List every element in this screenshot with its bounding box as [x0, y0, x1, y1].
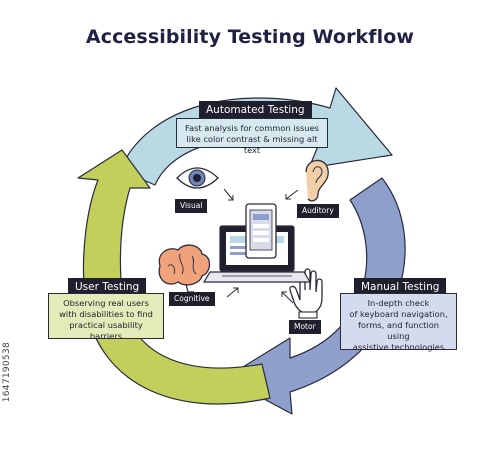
- auditory-label: Auditory: [297, 204, 339, 218]
- user-testing-description: Observing real users with disabilities t…: [48, 293, 164, 341]
- automated-testing-description: Fast analysis for common issues like col…: [176, 118, 328, 155]
- manual-testing-description: In-depth check of keyboard navigation, f…: [340, 293, 457, 352]
- user-testing-label: User Testing: [68, 278, 147, 297]
- ear-icon: [305, 159, 329, 202]
- page-title: Accessibility Testing Workflow: [85, 26, 415, 48]
- eye-icon: [176, 167, 219, 189]
- hand-icon: [289, 268, 323, 319]
- manual-desc-line-1: In-depth check: [367, 298, 430, 308]
- automated-desc-line-2: like color contrast & missing alt text: [186, 134, 318, 155]
- phone-icon: [245, 203, 277, 259]
- manual-desc-line-2: of keyboard navigation,: [349, 309, 448, 319]
- cognitive-label: Cognitive: [169, 292, 215, 306]
- pointer-arrows: [223, 188, 299, 304]
- visual-label: Visual: [175, 199, 208, 213]
- user-arrow: [77, 149, 271, 405]
- motor-label: Motor: [289, 320, 321, 334]
- manual-testing-label: Manual Testing: [354, 278, 447, 297]
- stock-id: 1647190538: [2, 342, 12, 403]
- user-desc-line-2: with disabilities to find: [59, 309, 153, 319]
- automated-desc-line-1: Fast analysis for common issues: [185, 123, 319, 133]
- user-desc-line-1: Observing real users: [63, 298, 149, 308]
- manual-desc-line-3: forms, and function using: [357, 320, 440, 341]
- brain-icon: [158, 244, 211, 293]
- automated-testing-label: Automated Testing: [199, 101, 312, 120]
- manual-desc-line-4: assistive technologies: [352, 342, 445, 352]
- user-desc-line-3: practical usability barriers: [69, 320, 143, 341]
